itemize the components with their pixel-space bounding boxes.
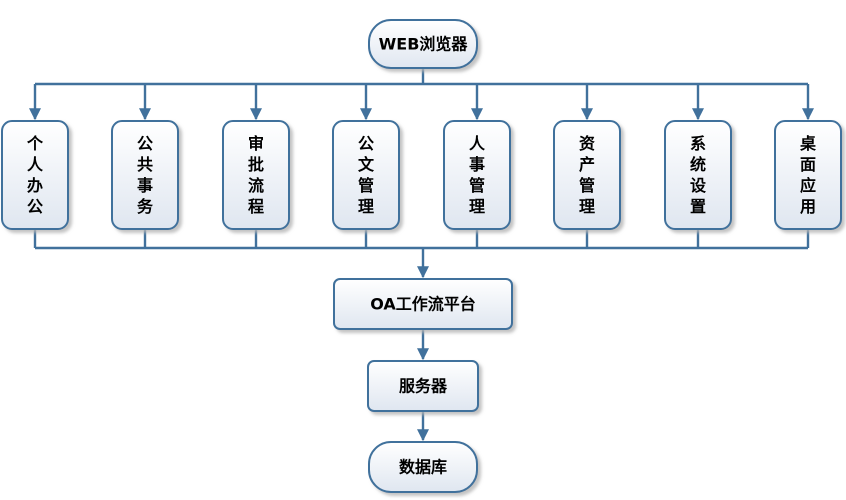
module-label: 人事管理 [469,134,486,216]
module-box: 人事管理 [443,120,511,230]
module-label: 系统设置 [690,134,707,216]
server-box: 服务器 [367,360,479,412]
module-box: 审批流程 [222,120,290,230]
module-label: 公文管理 [358,134,375,216]
module-boxes: 个人办公 公共事务 审批流程 公文管理 人事管理 资产管理 系统设置 桌面应用 [1,120,842,230]
oa-platform-label: OA工作流平台 [370,295,476,314]
web-browser-label: WEB浏览器 [379,35,469,54]
module-label: 公共事务 [137,134,154,216]
database-label: 数据库 [399,458,447,477]
module-label: 审批流程 [248,134,264,216]
module-box: 公共事务 [111,120,179,230]
oa-platform-box: OA工作流平台 [333,278,513,330]
module-label: 个人办公 [26,134,44,216]
module-label: 资产管理 [579,134,595,216]
server-label: 服务器 [399,377,448,396]
module-box: 公文管理 [332,120,400,230]
module-box: 资产管理 [553,120,621,230]
module-box: 个人办公 [1,120,69,230]
module-label: 桌面应用 [800,134,816,216]
database-box: 数据库 [368,441,478,493]
module-box: 桌面应用 [774,120,842,230]
web-browser-box: WEB浏览器 [368,19,478,69]
module-connectors [29,84,814,248]
connector-lines [35,68,808,442]
module-box: 系统设置 [664,120,732,230]
